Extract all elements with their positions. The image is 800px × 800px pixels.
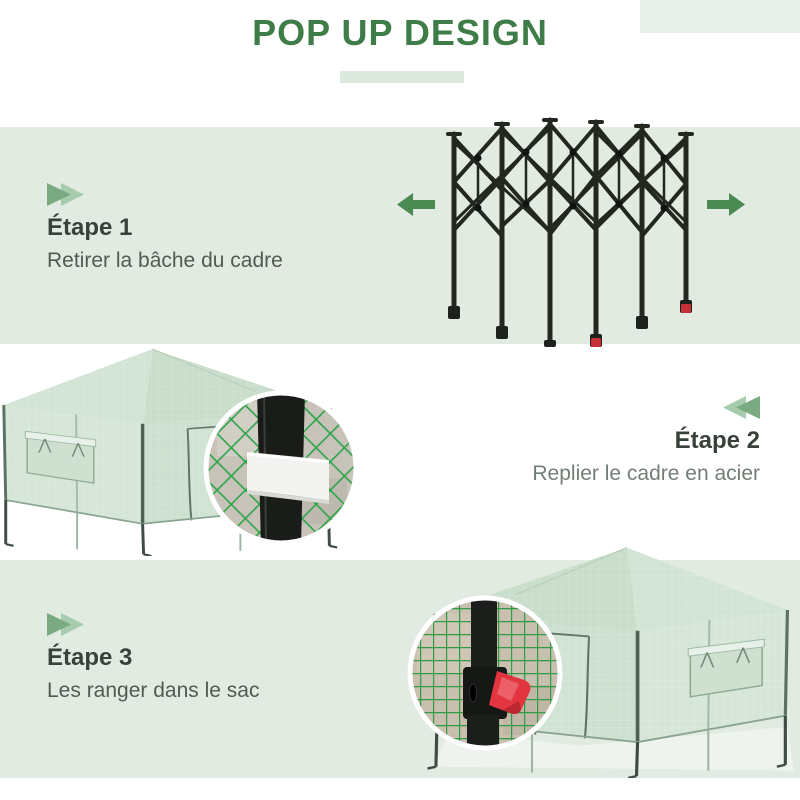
double-chevron-right-icon xyxy=(47,613,259,636)
left-block-arrow-icon xyxy=(397,193,435,216)
double-chevron-left-icon xyxy=(532,396,760,419)
red-foot-caps xyxy=(591,304,691,347)
greenhouse-step3-photo xyxy=(425,545,794,778)
step2-block: Étape 2 Replier le cadre en acier xyxy=(532,396,760,486)
magnifier-ring xyxy=(407,595,563,751)
right-block-arrow-icon xyxy=(707,193,745,216)
step3-block: Étape 3 Les ranger dans le sac xyxy=(47,613,259,703)
double-chevron-right-icon xyxy=(47,183,283,206)
step2-description: Replier le cadre en acier xyxy=(532,462,760,485)
magnifier-ring xyxy=(203,390,359,546)
title-underline xyxy=(340,71,464,83)
page-title: POP UP DESIGN xyxy=(252,12,548,53)
step3-description: Les ranger dans le sac xyxy=(47,679,260,702)
magnifier-switch-detail xyxy=(407,595,563,751)
step3-title: Étape 3 xyxy=(47,644,133,671)
step1-title: Étape 1 xyxy=(47,214,133,241)
magnifier-strap-detail xyxy=(203,390,359,546)
step1-description: Retirer la bâche du cadre xyxy=(47,249,283,272)
top-right-decor-rect xyxy=(640,0,800,33)
step2-title: Étape 2 xyxy=(674,427,760,454)
folded-frame-illustration xyxy=(446,117,694,347)
step1-block: Étape 1 Retirer la bâche du cadre xyxy=(47,183,283,273)
